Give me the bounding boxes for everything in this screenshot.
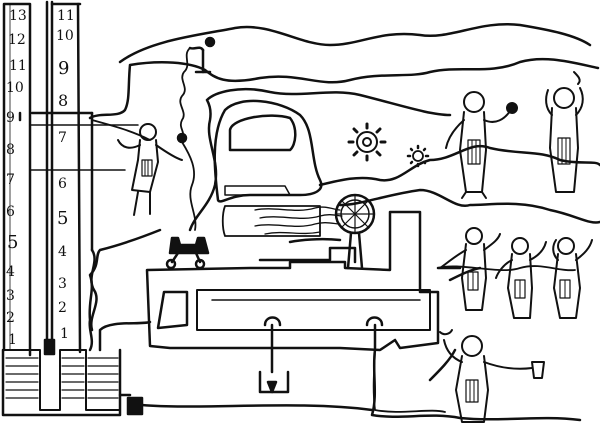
- figure-middle-1: [439, 227, 501, 311]
- scale-left-label: 2: [6, 310, 15, 326]
- scale-left-label: 4: [6, 264, 15, 280]
- scale-left-label: 10: [6, 80, 24, 96]
- right-scale-labels: 11 10 9 8 7 6 5 4 3 2 1: [56, 8, 75, 342]
- wheel-icon: [334, 193, 376, 270]
- scale-right-label: 5: [57, 208, 68, 229]
- scale-left-label: 6: [6, 204, 15, 220]
- signal-lines: [254, 206, 343, 235]
- scale-right-label: 4: [58, 244, 67, 260]
- engine-body: [145, 210, 462, 374]
- scale-right-label: 2: [58, 300, 67, 316]
- left-scale-labels: 13 12 11 10 9 8 7 6 5 4 3 2 1: [6, 8, 27, 348]
- scale-left-label: 13: [9, 8, 27, 24]
- scale-left-label: 9: [6, 110, 15, 126]
- figure-middle-2: [495, 237, 547, 319]
- scale-right-label: 7: [58, 130, 67, 146]
- scale-left-label: 12: [8, 32, 26, 48]
- inner-outline: [88, 87, 600, 422]
- scale-right-label: 8: [58, 91, 68, 110]
- bell-icon: [176, 36, 216, 144]
- scale-left-label: 5: [7, 232, 18, 253]
- measuring-column-left: [2, 0, 56, 357]
- scale-left-label: 8: [6, 142, 15, 158]
- scale-left-label: 3: [6, 288, 15, 304]
- figure-left: [117, 123, 183, 216]
- figure-middle-3: [552, 237, 593, 319]
- scale-left-label: 1: [8, 332, 17, 348]
- upper-chamber: [213, 99, 357, 264]
- scale-right-label: 3: [58, 276, 67, 292]
- connecting-wires: [91, 119, 576, 413]
- anvil-icon: [165, 236, 210, 270]
- outer-outline: [88, 22, 600, 120]
- figure-bottom-right: [439, 329, 545, 423]
- gear-icon: [347, 122, 387, 162]
- scale-right-label: 6: [58, 176, 67, 192]
- figure-top-right: [445, 91, 518, 199]
- lamp-icon: [258, 370, 290, 394]
- battery-jars: [1, 320, 374, 417]
- scale-left-label: 7: [6, 172, 15, 188]
- scale-right-label: 10: [56, 28, 74, 44]
- scale-right-label: 1: [60, 326, 69, 342]
- indicator-pole: [18, 111, 139, 332]
- scale-right-label: 9: [58, 58, 69, 79]
- measuring-column-right: [50, 2, 82, 354]
- scale-right-label: 11: [57, 8, 75, 24]
- figure-far-right: [545, 71, 584, 193]
- scale-left-label: 11: [9, 58, 27, 74]
- gear-icon: [406, 144, 430, 168]
